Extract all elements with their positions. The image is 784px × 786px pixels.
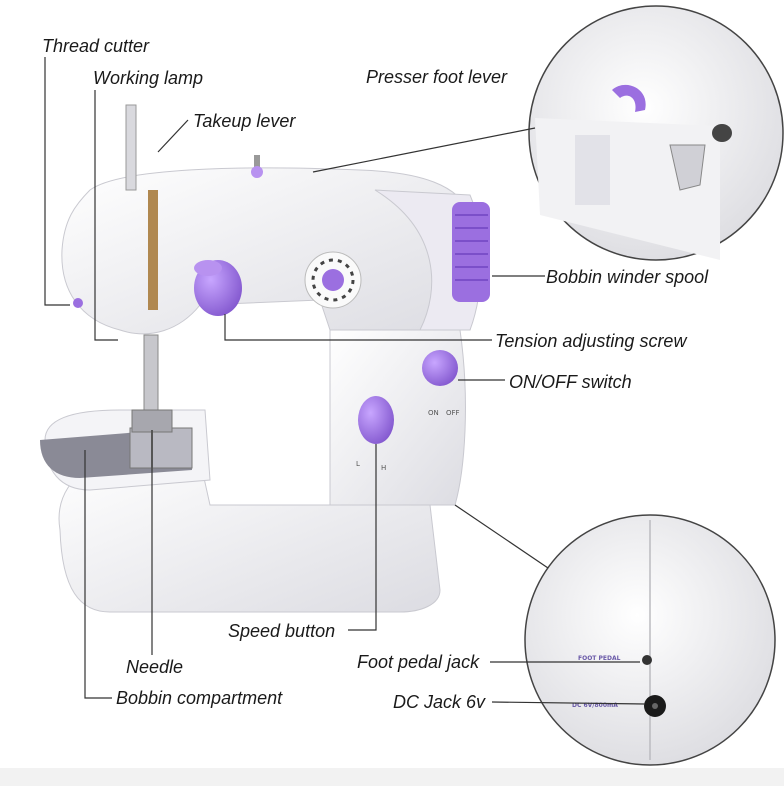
foot-pedal-mark: FOOT PEDAL: [578, 655, 621, 662]
speed-knob: [358, 396, 394, 444]
label-bobbin-compartment: Bobbin compartment: [116, 688, 283, 708]
label-foot-pedal-jack: Foot pedal jack: [357, 652, 480, 672]
label-on-off-switch: ON/OFF switch: [509, 372, 632, 392]
label-tension-adjusting-screw: Tension adjusting screw: [495, 331, 687, 351]
label-presser-foot-lever: Presser foot lever: [366, 67, 508, 87]
speed-high-mark: H: [381, 464, 386, 472]
label-thread-cutter: Thread cutter: [42, 36, 150, 56]
label-dc-jack: DC Jack 6v: [393, 692, 486, 712]
leader-lines: [44, 57, 646, 705]
zoom-bottom-detail: FOOT PEDAL DC 6V/800mA: [572, 520, 666, 760]
footer-strip: [0, 768, 784, 786]
label-needle: Needle: [126, 657, 184, 677]
label-working-lamp: Working lamp: [93, 68, 204, 88]
bobbin-winder: [452, 202, 490, 302]
label-speed-button: Speed button: [228, 621, 336, 641]
switch-on-mark: ON: [428, 409, 439, 417]
on-off-knob: [422, 350, 458, 386]
speed-low-mark: L: [356, 460, 360, 468]
label-bobbin-winder-spool: Bobbin winder spool: [546, 267, 709, 287]
switch-off-mark: OFF: [446, 409, 460, 417]
zoom-top-detail: [535, 84, 732, 260]
dc-rating-mark: DC 6V/800mA: [572, 702, 618, 709]
label-takeup-lever: Takeup lever: [193, 111, 296, 131]
bobbin-cover: [129, 427, 193, 469]
